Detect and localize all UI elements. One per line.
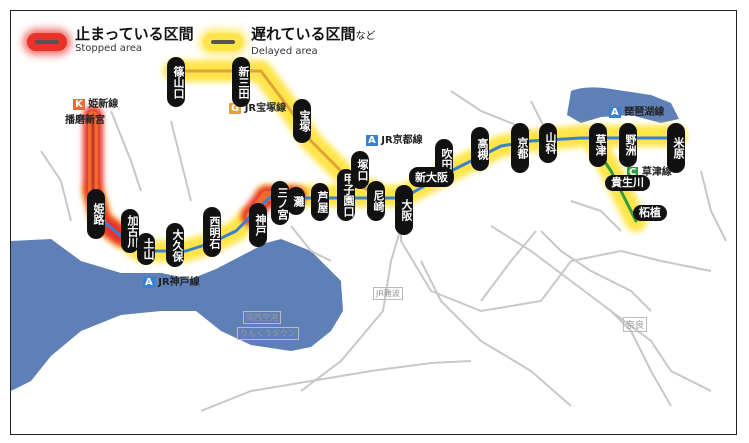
station-maibara: 米原 [667,123,685,173]
station-kibukawa: 貴生川 [605,175,650,191]
delayed-label-en: Delayed area [251,46,318,57]
station-takatsuki: 高槻 [471,127,489,171]
station-okubo: 大久保 [166,223,184,267]
delayed-swatch [203,33,243,51]
station-sannomiya: 三ノ宮 [271,181,289,225]
station-osaka: 大阪 [395,185,413,235]
label-rinku: りんくうタウン [237,327,299,340]
station-shinosaka: 新大阪 [409,167,454,187]
station-kyoto: 京都 [511,123,529,173]
lake-biwa [567,87,679,123]
label-kansai-airport: 関西空港 [243,311,281,324]
line-label-kusatsu: C 草津線 [627,163,672,178]
station-tsuge: 柘植 [633,205,667,221]
station-nada: 灘 [287,187,305,215]
line-label-biwako: A 琵琶湖線 [609,103,664,118]
line-label-himeshin: K 姫新線 [73,95,118,110]
line-code-badge: A [143,277,155,288]
stopped-swatch [27,33,67,51]
station-takarazuka: 宝塚 [293,99,311,143]
line-label-kobe: A JR神戸線 [143,273,200,288]
station-sanda: 新三田 [232,57,250,107]
line-code-badge: A [366,135,378,146]
other-lines [40,90,727,412]
stopped-label-jp: 止まっている区間 [75,25,194,43]
line-name: JR神戸線 [158,277,200,288]
legend-stopped: 止まっている区間 Stopped area [27,25,194,55]
station-himeji: 姫路 [87,189,105,239]
stopped-label-en: Stopped area [75,43,143,54]
line-name: 姫新線 [88,99,119,110]
line-name: JR宝塚線 [244,103,287,114]
line-code-badge: G [229,103,242,114]
station-sasayamaguchi: 篠山口 [167,57,185,107]
station-kusatsu: 草津 [589,123,607,167]
delayed-label-jp: 遅れている区間 [251,25,356,43]
line-code-badge: C [627,167,639,178]
line-name: 琵琶湖線 [624,107,665,118]
station-yasu: 野洲 [619,123,637,167]
line-name: JR京都線 [381,135,423,146]
line-label-kyoto: A JR京都線 [366,131,423,146]
line-code-badge: A [609,107,621,118]
station-harima: 播磨新宮 [65,115,105,126]
route-map-svg [11,60,727,412]
station-nishiakashi: 西明石 [203,207,221,257]
legend-delayed: 遅れている区間など Delayed area [203,25,376,58]
station-amagasaki: 尼崎 [367,181,385,221]
osaka-bay [11,239,343,391]
station-tsuchiyama: 土山 [137,233,155,265]
station-ashiya: 芦屋 [311,183,329,221]
station-yamashina: 山科 [539,123,557,163]
station-kobe: 神戸 [249,203,267,247]
label-jr-namba: JR難波 [373,287,403,300]
delayed-label-suffix: など [355,31,376,42]
label-nara: 奈良 [623,317,648,332]
line-code-badge: K [73,99,85,110]
station-kakogawa: 加古川 [121,209,139,253]
line-label-takarazuka: G JR宝塚線 [229,99,286,114]
network-map: 止まっている区間 Stopped area 遅れている区間など Delayed … [10,10,737,435]
station-tsukaguchi: 塚口 [351,151,369,189]
line-name: 草津線 [641,167,672,178]
